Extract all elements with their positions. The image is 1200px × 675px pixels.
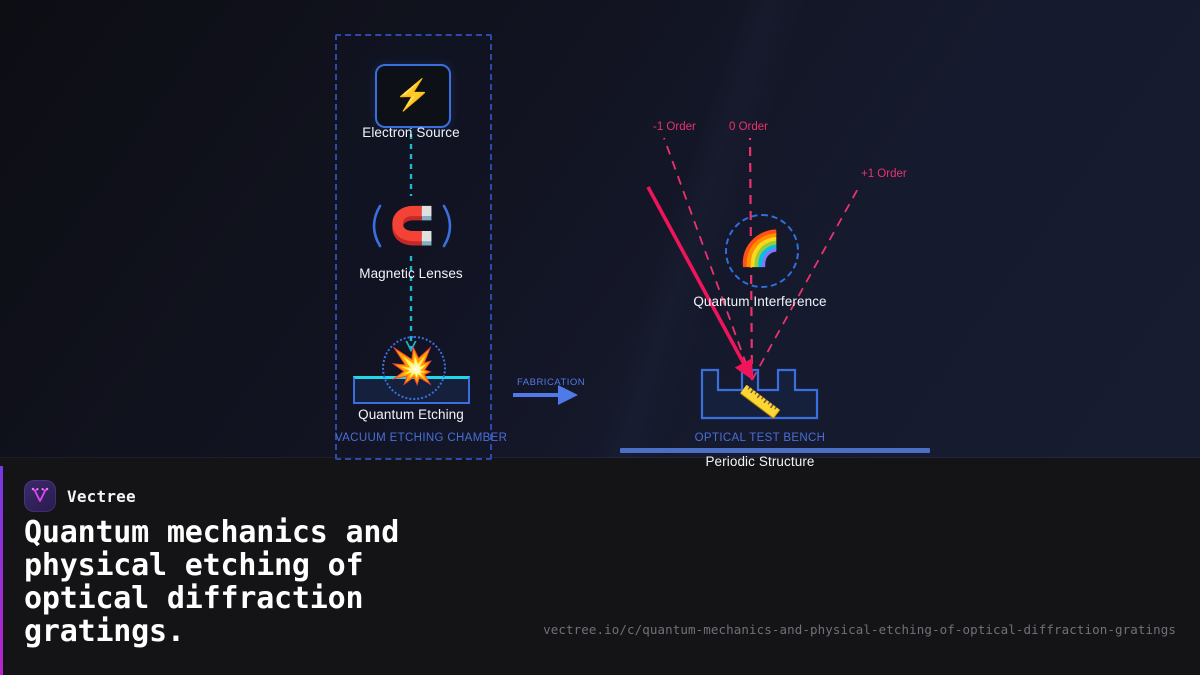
footer-background bbox=[0, 458, 1200, 675]
fabrication-flow-label: FABRICATION bbox=[517, 377, 586, 388]
electron-source-node[interactable]: ⚡ bbox=[375, 64, 451, 128]
collision-burst-icon: 💥 bbox=[389, 345, 435, 386]
vectree-tree-logo-icon bbox=[31, 487, 49, 502]
rainbow-icon: 🌈 bbox=[738, 230, 782, 268]
quantum-interference-ring bbox=[725, 214, 799, 288]
straight-ruler-icon: 📏 bbox=[736, 381, 784, 425]
magnetic-lenses-label: Magnetic Lenses bbox=[359, 266, 463, 281]
brand-row: Vectree bbox=[24, 480, 136, 512]
magnetic-lenses-node[interactable]: 🧲 bbox=[362, 197, 462, 255]
section-divider bbox=[0, 457, 1200, 458]
optical-test-bench-bar bbox=[620, 448, 930, 453]
diagram-background bbox=[0, 0, 1200, 458]
diagram-vector-layer bbox=[0, 124, 861, 420]
magnetic-lens-arcs bbox=[372, 204, 452, 248]
vacuum-etching-chamber-label: VACUUM ETCHING CHAMBER bbox=[335, 432, 508, 444]
quantum-etching-label: Quantum Etching bbox=[358, 407, 464, 422]
periodic-structure-node[interactable]: 📏 bbox=[735, 378, 785, 428]
diffraction-order-zero-line bbox=[748, 137, 754, 381]
page-title: Quantum mechanics and physical etching o… bbox=[24, 515, 400, 649]
order-zero-label: 0 Order bbox=[729, 121, 768, 133]
footer-accent-bar bbox=[0, 466, 3, 675]
optical-test-bench-label: OPTICAL TEST BENCH bbox=[694, 432, 826, 444]
quantum-interference-node[interactable]: 🌈 bbox=[739, 228, 781, 270]
magnet-icon: 🧲 bbox=[389, 205, 435, 246]
brand-name: Vectree bbox=[67, 486, 136, 506]
order-minus-1-label: -1 Order bbox=[653, 121, 696, 133]
quantum-etching-node[interactable]: 💥 bbox=[386, 340, 438, 392]
electron-source-label: Electron Source bbox=[362, 125, 460, 140]
order-plus-1-label: +1 Order bbox=[861, 168, 907, 180]
diffraction-order-minus1-line bbox=[663, 137, 753, 381]
page-url: vectree.io/c/quantum-mechanics-and-physi… bbox=[543, 622, 1176, 637]
vectree-logo bbox=[24, 480, 56, 512]
quantum-interference-label: Quantum Interference bbox=[693, 294, 827, 309]
incident-beam bbox=[646, 186, 753, 381]
periodic-grating-shape bbox=[700, 368, 819, 420]
high-voltage-bolt-icon: ⚡ bbox=[394, 79, 432, 112]
etching-zone-ring bbox=[382, 336, 446, 400]
periodic-structure-label: Periodic Structure bbox=[705, 454, 815, 469]
diffraction-order-plus1-line bbox=[751, 184, 861, 381]
